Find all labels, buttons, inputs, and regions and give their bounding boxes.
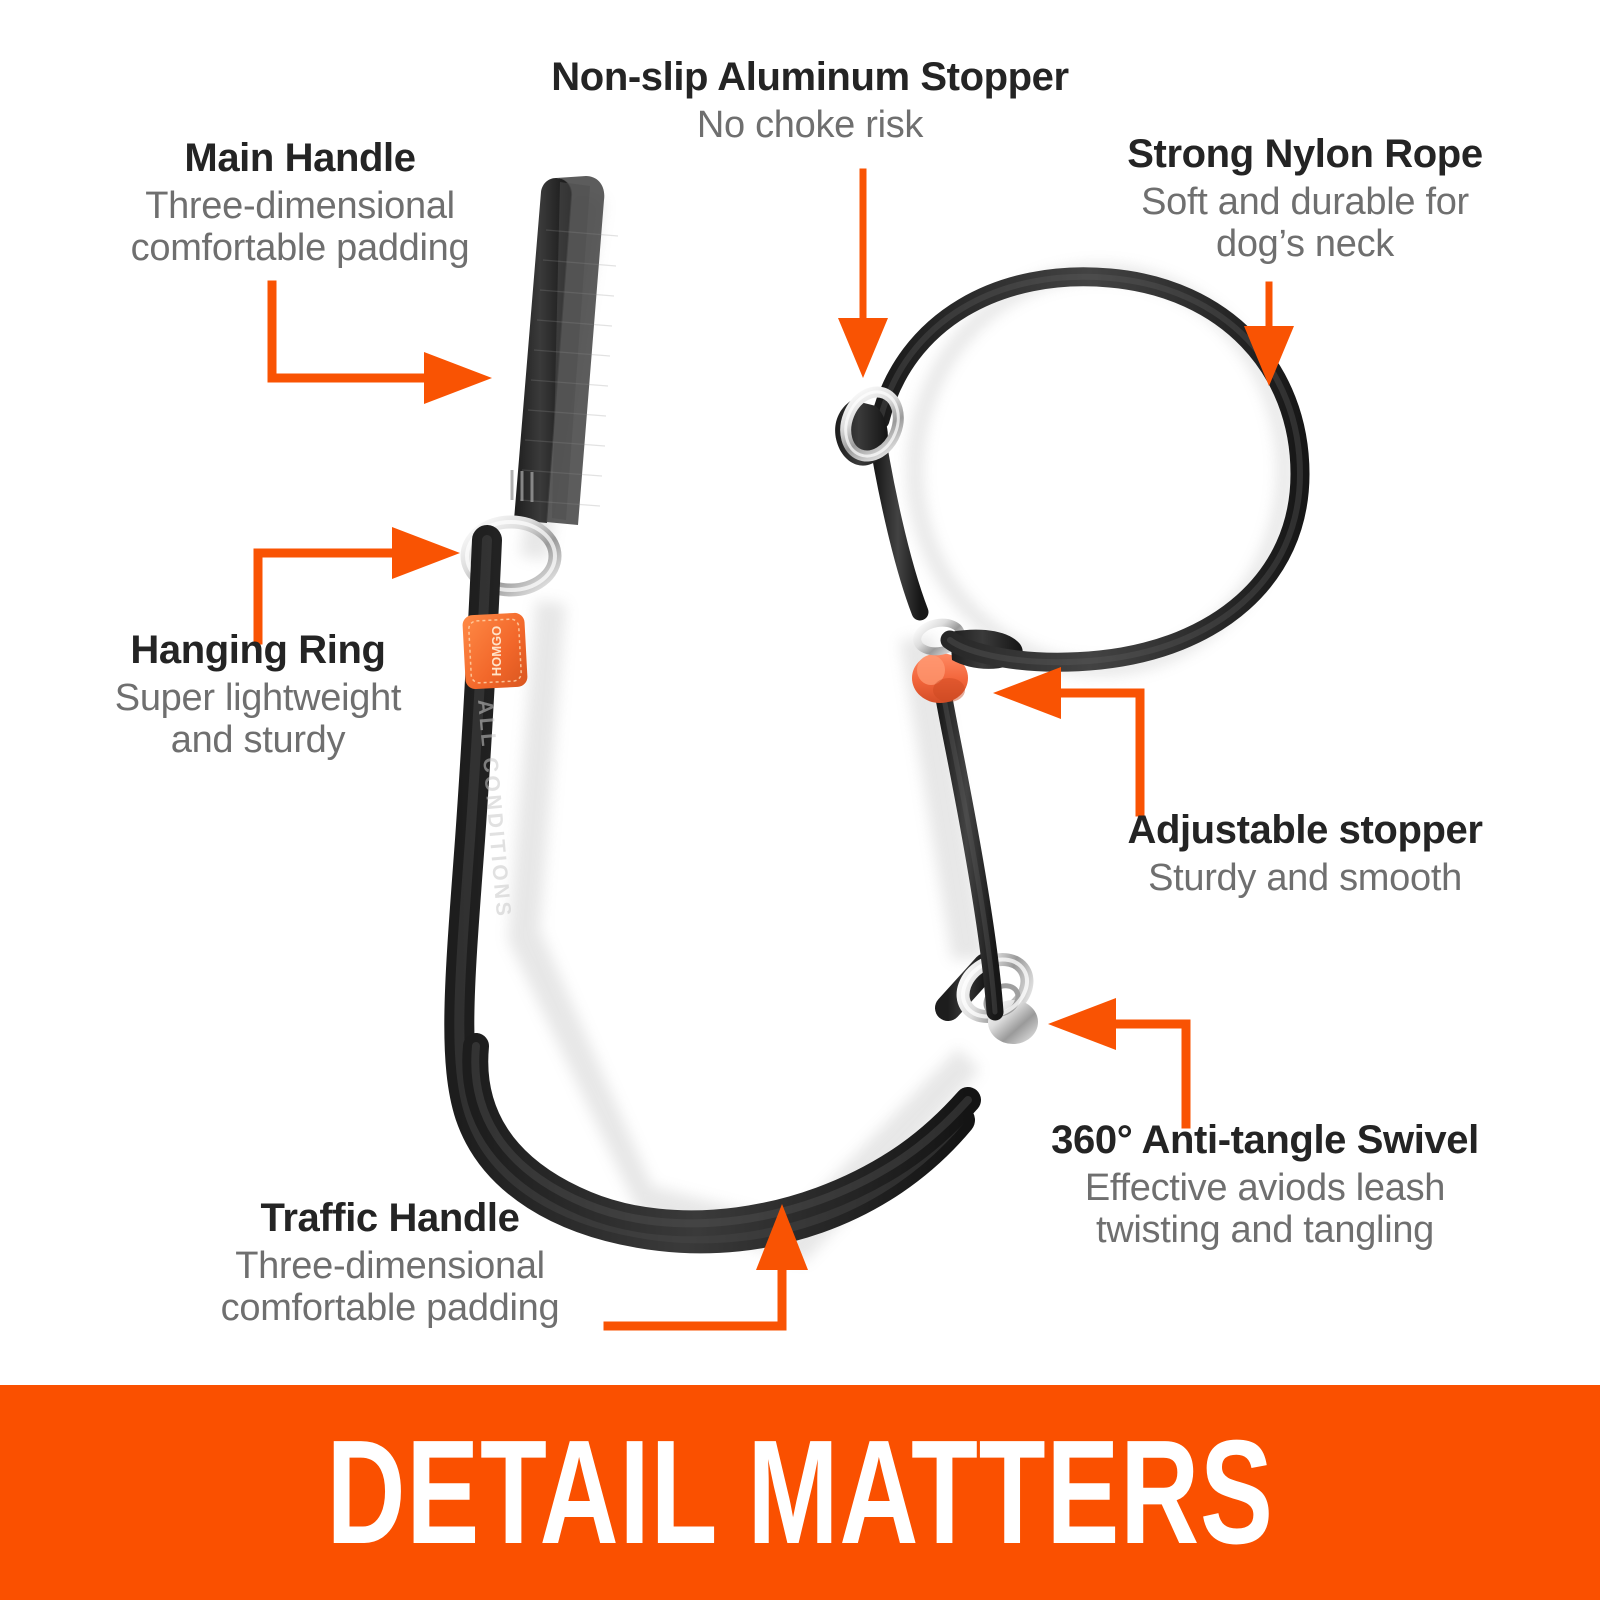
- callout-subtitle-line: Effective aviods leash: [1084, 1166, 1446, 1209]
- callout-subtitle-line: Sturdy and smooth: [1148, 856, 1462, 899]
- callout-subtitle-line: and sturdy: [170, 719, 346, 762]
- callout-aluminum-stopper: Non-slip Aluminum Stopper No choke risk: [470, 55, 1150, 146]
- callout-title-anti-tangle-swivel: 360° Anti-tangle Swivel: [1051, 1118, 1479, 1162]
- callout-subtitle-nylon-rope: Soft and durable for dog’s neck: [1040, 181, 1570, 266]
- callout-title-main-handle: Main Handle: [184, 136, 416, 180]
- callout-title-nylon-rope: Strong Nylon Rope: [1127, 132, 1483, 176]
- main-handle-loop: [510, 176, 619, 525]
- callout-title-adjustable-stopper: Adjustable stopper: [1127, 808, 1483, 852]
- callout-subtitle-line: Three-dimensional: [235, 1244, 545, 1287]
- detail-matters-banner: DETAIL MATTERS: [0, 1385, 1600, 1600]
- nylon-rope-collar-loop: [867, 267, 1310, 672]
- callout-subtitle-aluminum-stopper: No choke risk: [470, 104, 1150, 147]
- callout-subtitle-hanging-ring: Super lightweight and sturdy: [48, 677, 468, 762]
- arrow-traffic-handle: [603, 1204, 808, 1331]
- callout-main-handle: Main Handle Three-dimensional comfortabl…: [40, 136, 560, 270]
- banner-text: DETAIL MATTERS: [326, 1409, 1274, 1575]
- aluminum-stopper-hardware: [835, 386, 904, 466]
- callout-subtitle-line: comfortable padding: [130, 227, 470, 270]
- callout-subtitle-line: Super lightweight: [114, 676, 402, 719]
- callout-subtitle-line: twisting and tangling: [1095, 1209, 1435, 1252]
- bar-tack-stitching: [510, 470, 534, 502]
- callout-subtitle-line: Soft and durable for: [1141, 180, 1469, 223]
- arrow-adjustable-stopper: [993, 667, 1145, 817]
- callout-anti-tangle-swivel: 360° Anti-tangle Swivel Effective aviods…: [960, 1118, 1570, 1252]
- callout-subtitle-traffic-handle: Three-dimensional comfortable padding: [140, 1245, 640, 1330]
- callout-traffic-handle: Traffic Handle Three-dimensional comfort…: [140, 1196, 640, 1330]
- traffic-handle-loop: [462, 1033, 981, 1237]
- callout-subtitle-line: No choke risk: [696, 103, 924, 146]
- callout-adjustable-stopper: Adjustable stopper Sturdy and smooth: [1035, 808, 1575, 899]
- arrow-nylon-rope: [1244, 281, 1294, 386]
- callout-title-hanging-ring: Hanging Ring: [130, 628, 386, 672]
- callout-subtitle-line: comfortable padding: [220, 1287, 560, 1330]
- arrow-hanging-ring: [253, 527, 460, 645]
- product-shadow: [508, 192, 1293, 1262]
- hanging-o-ring: [460, 515, 562, 597]
- arrow-main-handle: [267, 280, 492, 404]
- callout-title-aluminum-stopper: Non-slip Aluminum Stopper: [551, 55, 1069, 99]
- svg-text:HOMGO: HOMGO: [489, 626, 504, 677]
- brand-tag: HOMGO: [462, 612, 528, 690]
- arrow-aluminum-stopper: [838, 168, 888, 378]
- callout-hanging-ring: Hanging Ring Super lightweight and sturd…: [48, 628, 468, 762]
- callout-subtitle-main-handle: Three-dimensional comfortable padding: [40, 185, 560, 270]
- callout-nylon-rope: Strong Nylon Rope Soft and durable for d…: [1040, 132, 1570, 266]
- callout-subtitle-anti-tangle-swivel: Effective aviods leash twisting and tang…: [960, 1167, 1570, 1252]
- adjustable-stopper-bead: [912, 653, 968, 703]
- callout-arrows: [253, 168, 1294, 1331]
- callout-subtitle-adjustable-stopper: Sturdy and smooth: [1035, 857, 1575, 900]
- callout-subtitle-line: dog’s neck: [1216, 223, 1394, 266]
- arrow-anti-tangle-swivel: [1048, 998, 1191, 1129]
- callout-title-traffic-handle: Traffic Handle: [260, 1196, 520, 1240]
- callout-subtitle-line: Three-dimensional: [145, 184, 455, 227]
